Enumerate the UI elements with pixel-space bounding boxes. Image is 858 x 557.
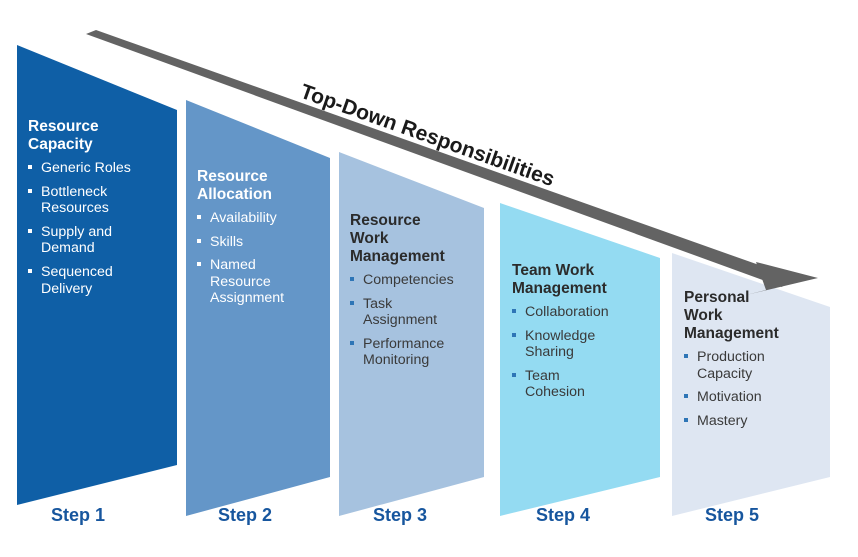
panel-title-personal-work-management: Personal Work Management — [684, 289, 779, 342]
bullet-square-icon — [197, 262, 201, 267]
list-item: Performance Monitoring — [350, 336, 480, 369]
panel-title-team-work-management: Team Work Management — [512, 262, 607, 297]
panel-shape-resource-work-management[interactable] — [339, 152, 484, 516]
list-item: Named Resource Assignment — [197, 257, 325, 307]
panel-title-resource-work-management: Resource Work Management — [350, 212, 445, 265]
bullet-square-icon — [28, 188, 32, 193]
list-item: Availability — [197, 210, 325, 227]
list-item: Skills — [197, 234, 325, 251]
arrow-head-icon — [746, 262, 818, 295]
bullet-square-icon — [512, 372, 516, 377]
list-item: Team Cohesion — [512, 368, 652, 401]
bullet-square-icon — [197, 214, 201, 219]
bullet-square-icon — [350, 300, 354, 305]
step-label-team-work-management: Step 4 — [535, 505, 591, 525]
list-item: Generic Roles — [28, 160, 168, 177]
list-item: Motivation — [684, 389, 824, 406]
panel-shape-resource-capacity[interactable] — [17, 45, 177, 505]
list-item: Supply and Demand — [28, 224, 168, 257]
list-item: Mastery — [684, 413, 824, 430]
bullet-square-icon — [28, 164, 32, 169]
bullet-square-icon — [684, 417, 688, 422]
bullet-square-icon — [350, 340, 354, 345]
bullet-square-icon — [684, 353, 688, 358]
panel-shape-personal-work-management[interactable] — [672, 253, 830, 516]
step-label-resource-allocation: Step 2 — [217, 505, 273, 525]
list-item: Competencies — [350, 272, 480, 289]
bullet-square-icon — [684, 394, 688, 399]
panel-shape-team-work-management[interactable] — [500, 203, 660, 516]
arrow-shaft — [86, 30, 790, 287]
bullet-square-icon — [28, 228, 32, 233]
bullet-square-icon — [350, 276, 354, 281]
top-down-arrow — [86, 30, 818, 295]
list-item: Production Capacity — [684, 349, 824, 382]
list-item: Bottleneck Resources — [28, 184, 168, 217]
list-item: Sequenced Delivery — [28, 264, 168, 297]
panel-title-resource-capacity: Resource Capacity — [28, 118, 99, 153]
list-item: Collaboration — [512, 304, 652, 321]
step-label-personal-work-management: Step 5 — [704, 505, 760, 525]
panel-shape-resource-allocation[interactable] — [186, 100, 330, 516]
step-label-resource-capacity: Step 1 — [50, 505, 106, 525]
step-label-resource-work-management: Step 3 — [372, 505, 428, 525]
bullet-square-icon — [512, 332, 516, 337]
panel-title-resource-allocation: Resource Allocation — [197, 168, 272, 203]
list-item: Task Assignment — [350, 296, 480, 329]
bullet-square-icon — [28, 268, 32, 273]
bullet-square-icon — [512, 308, 516, 313]
list-item: Knowledge Sharing — [512, 328, 652, 361]
bullet-square-icon — [197, 238, 201, 243]
